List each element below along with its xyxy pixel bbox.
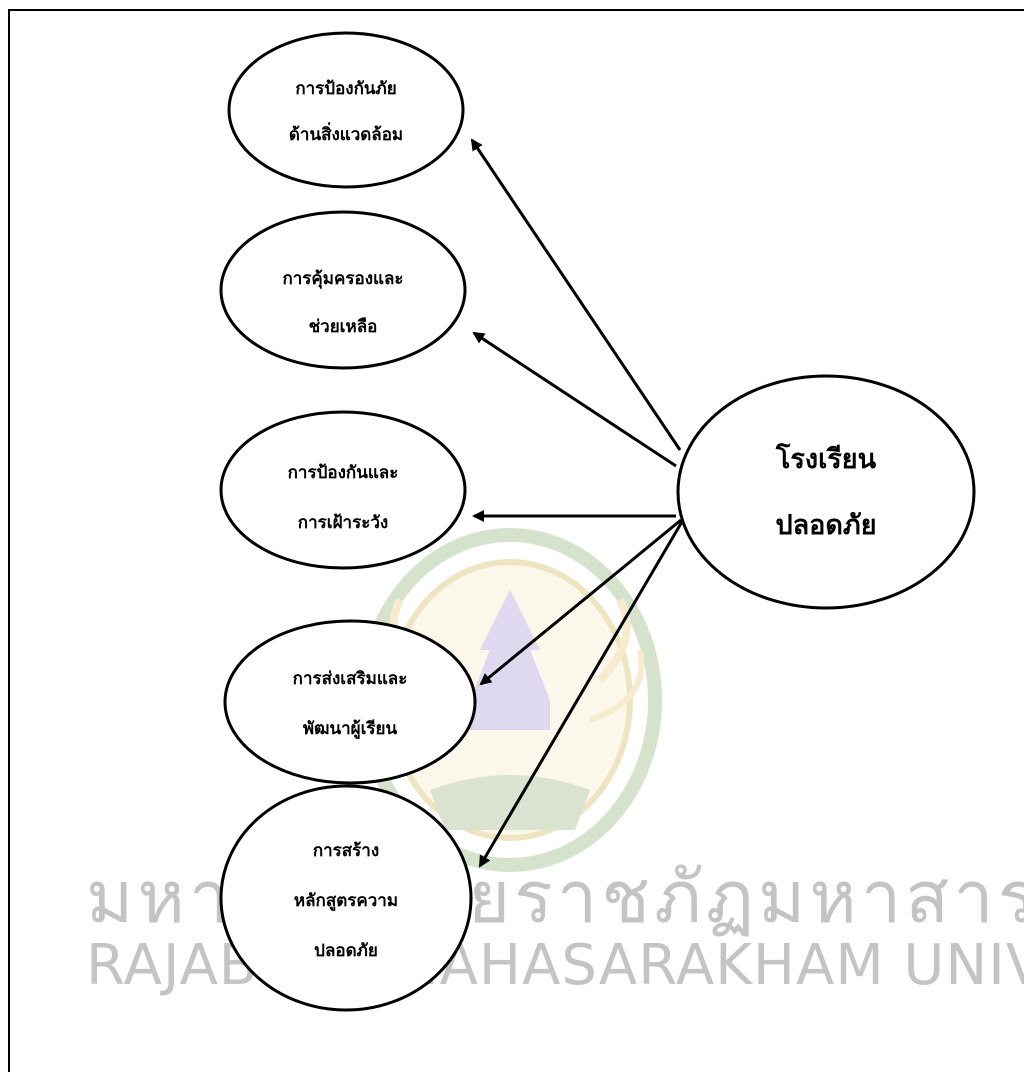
node-promote-line1: การส่งเสริมและ [293, 669, 408, 689]
arrow-to-promote [479, 518, 682, 686]
node-protect-line1: การคุ้มครองและ [282, 269, 403, 289]
node-env-line1: การป้องกันภัย [295, 79, 396, 99]
node-prevent-line1: การป้องกันและ [288, 463, 399, 483]
node-prevent-line2: การเฝ้าระวัง [298, 513, 388, 533]
node-promote-line2: พัฒนาผู้เรียน [303, 718, 398, 740]
node-env-line2: ด้านสิ่งแวดล้อม [289, 122, 403, 145]
node-curriculum-line2: หลักสูตรความ [294, 891, 398, 912]
connector-arrows [470, 138, 685, 868]
arrow-to-env [470, 138, 682, 451]
center-node-line1: โรงเรียน [775, 442, 877, 475]
node-curriculum-line3: ปลอดภัย [314, 941, 378, 961]
node-prevent: การป้องกันและ การเฝ้าระวัง [219, 410, 467, 570]
node-env: การป้องกันภัย ด้านสิ่งแวดล้อม [227, 31, 465, 189]
node-protect: การคุ้มครองและ ช่วยเหลือ [219, 210, 467, 370]
node-curriculum: การสร้าง หลักสูตรความ ปลอดภัย [219, 784, 473, 1012]
node-curriculum-line1: การสร้าง [313, 841, 379, 861]
center-node: โรงเรียน ปลอดภัย [676, 374, 976, 610]
center-node-line2: ปลอดภัย [775, 510, 876, 541]
arrow-to-protect [472, 331, 677, 468]
page-border [8, 9, 1024, 1072]
node-protect-line2: ช่วยเหลือ [309, 316, 378, 337]
watermark-english: RAJABHAT MAHASARAKHAM UNIVERSITY [86, 933, 1024, 998]
arrow-to-curriculum [478, 519, 685, 868]
node-promote: การส่งเสริมและ พัฒนาผู้เรียน [223, 619, 477, 785]
